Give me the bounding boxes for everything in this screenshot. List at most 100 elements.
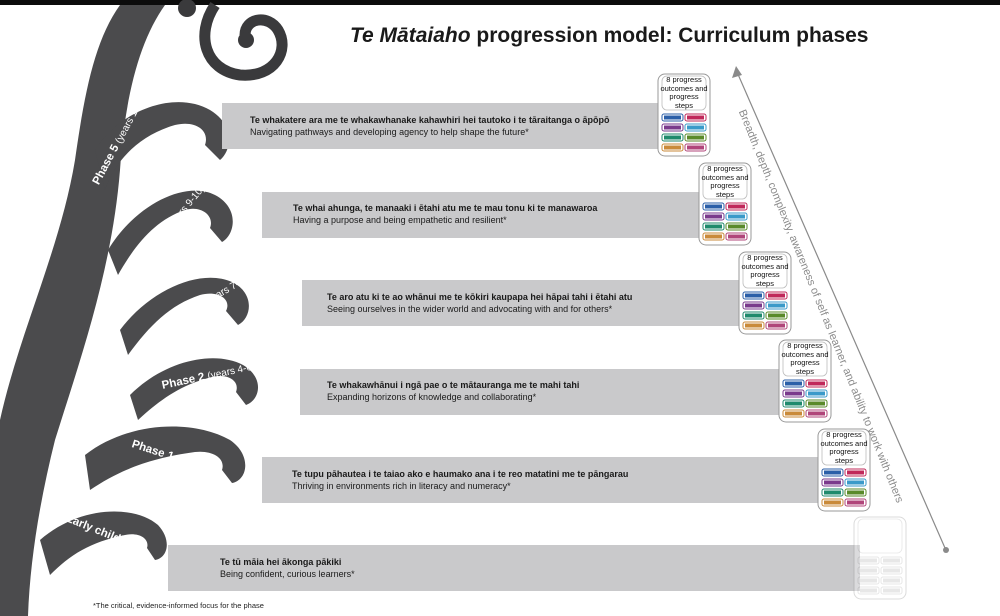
stack-segment-fill [745,313,762,318]
stack-segment-fill [705,224,722,229]
stack-segment-fill [687,115,704,120]
maori-text: Te tupu pāhautea i te taiao ako e haumak… [292,469,629,479]
stack-label-box [821,430,867,466]
stack-icon [698,162,752,246]
band-phase-1 [262,457,822,503]
band-text-phase-2: Te whakawhānui i ngā pae o te mātauranga… [327,379,579,403]
stack-icon [738,251,792,335]
stack-label-box [742,253,788,289]
stack-label-box [661,75,707,111]
english-text: Thriving in environments rich in literac… [292,481,511,491]
stack-label-box [782,341,828,377]
footnote: *The critical, evidence-informed focus f… [93,601,264,610]
stack-segment-fill [785,401,802,406]
arrow-head [732,66,742,78]
stack-segment [880,566,903,575]
stack-segment-fill [705,214,722,219]
stack-segment-fill [824,490,841,495]
stack-segment-fill [808,411,825,416]
stack-segment-fill [745,303,762,308]
stack-label-box [702,164,748,200]
stack-segment-fill [883,588,900,593]
progress-stack-phase-5: 8 progress outcomes and progress steps [656,72,712,158]
branch-phase-5 [95,102,230,190]
progress-stack-early [852,515,908,601]
maori-text: Te whai ahunga, te manaaki i ētahi atu m… [293,203,598,213]
stack-segment [857,586,880,595]
stack-segment-fill [860,578,877,583]
stack-segment-fill [728,224,745,229]
stack-segment-fill [847,500,864,505]
stack-segment-fill [785,381,802,386]
stack-segment [857,556,880,565]
stack-outline [853,516,907,600]
arrow-tail-dot [943,547,949,553]
stack-segment-fill [860,568,877,573]
stack-segment-fill [664,135,681,140]
stack-segment-fill [808,381,825,386]
title-italic: Te Mātaiaho [350,24,471,47]
stack-segment-fill [728,214,745,219]
progress-stack-phase-3: 8 progress outcomes and progress steps [737,250,793,336]
tree-trunk [0,5,165,616]
progress-stack-phase-4: 8 progress outcomes and progress steps [697,161,753,247]
stack-segment-fill [728,204,745,209]
stack-segment-fill [768,313,785,318]
stack-segment-fill [728,234,745,239]
stack-segment-fill [824,480,841,485]
arrow-line [736,71,946,549]
stack-label: 8 progress outcomes and progress steps [781,341,829,376]
stack-segment-fill [808,391,825,396]
stack-segment-fill [847,490,864,495]
stack-segment-fill [785,411,802,416]
stack-segment-fill [705,204,722,209]
title-rest: progression model: Curriculum phases [470,24,869,47]
progress-stack-phase-1: 8 progress outcomes and progress steps [816,427,872,513]
stack-segment-fill [847,470,864,475]
band-text-phase-1: Te tupu pāhautea i te taiao ako e haumak… [292,468,628,492]
stack-label-box [857,518,903,554]
branch-phase-4 [108,190,233,275]
english-text: Expanding horizons of knowledge and coll… [327,392,537,402]
stack-icon [657,73,711,157]
maori-text: Te whakatere ara me te whakawhanake kaha… [250,115,610,125]
stack-icon [817,428,871,512]
english-text: Having a purpose and being empathetic an… [293,215,507,225]
branch-phase-2 [130,358,259,420]
stack-segment-fill [768,293,785,298]
stack-label: 8 progress outcomes and progress steps [741,253,789,288]
branch-phase-3 [120,277,249,355]
stack-segment-fill [824,470,841,475]
band-text-phase-3: Te aro atu ki te ao whānui me te kōkiri … [327,291,632,315]
band-phase-3 [302,280,742,326]
stack-segment-fill [847,480,864,485]
stack-icon [853,516,907,600]
stack-segment-fill [808,401,825,406]
top-bar [0,0,1000,5]
stack-segment-fill [705,234,722,239]
band-phase-4 [262,192,702,238]
stack-label: 8 progress outcomes and progress steps [660,75,708,110]
band-early [168,545,860,591]
branch-early [40,511,167,575]
band-phase-5 [222,103,662,149]
stack-label: 8 progress outcomes and progress steps [701,164,749,199]
stack-segment-fill [687,145,704,150]
stack-segment-fill [883,568,900,573]
maori-text: Te tū māia hei ākonga pākiki [220,557,342,567]
maori-text: Te aro atu ki te ao whānui me te kōkiri … [327,292,633,302]
stack-segment-fill [745,293,762,298]
stack-segment-fill [664,125,681,130]
stack-segment [880,586,903,595]
stack-segment-fill [883,558,900,563]
band-text-phase-4: Te whai ahunga, te manaaki i ētahi atu m… [293,202,597,226]
stack-label: 8 progress outcomes and progress steps [820,430,868,465]
stack-segment-fill [745,323,762,328]
english-text: Being confident, curious learners* [220,569,355,579]
band-text-early: Te tū māia hei ākonga pākiki Being confi… [220,556,355,580]
stack-segment-fill [687,135,704,140]
stack-segment [857,566,880,575]
english-text: Navigating pathways and developing agenc… [250,127,529,137]
